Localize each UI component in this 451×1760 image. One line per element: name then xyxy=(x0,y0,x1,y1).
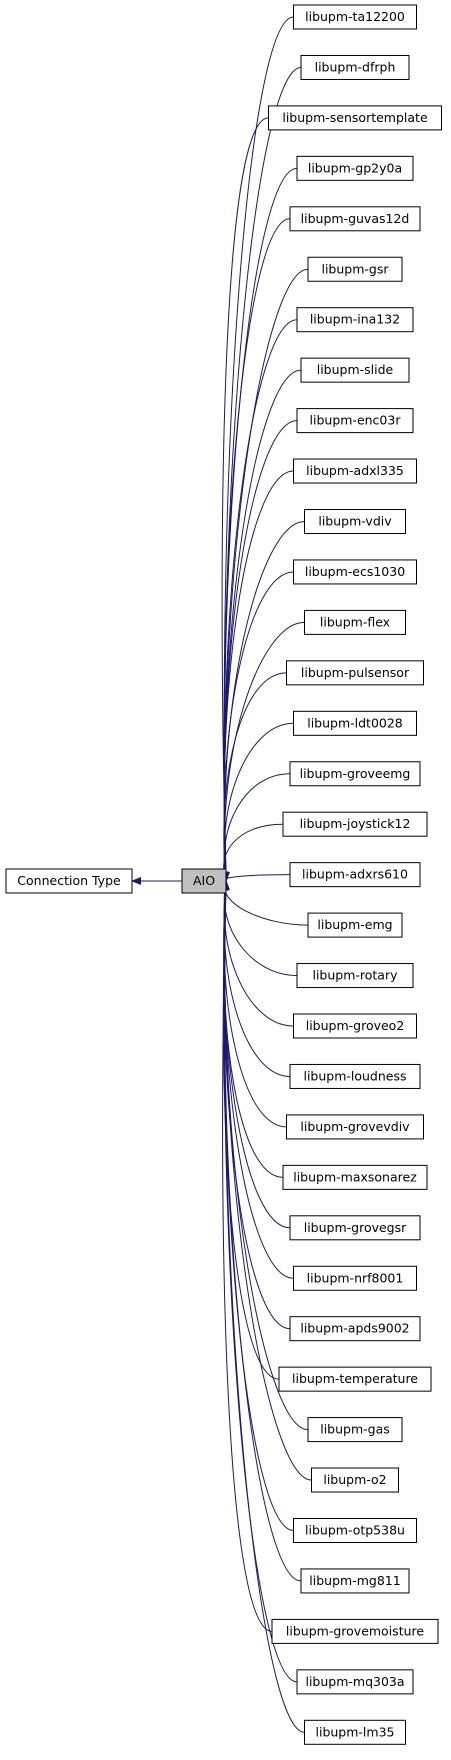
node-libupm-gp2y0a-label: libupm-gp2y0a xyxy=(308,160,402,175)
node-libupm-flex[interactable]: libupm-flex xyxy=(304,609,406,635)
edge-libupm-otp538u xyxy=(221,880,294,1531)
node-libupm-joystick12[interactable]: libupm-joystick12 xyxy=(282,811,428,837)
node-libupm-gsr[interactable]: libupm-gsr xyxy=(307,256,403,282)
node-libupm-adxrs610[interactable]: libupm-adxrs610 xyxy=(289,862,421,888)
node-libupm-grovegsr-label: libupm-grovegsr xyxy=(304,1220,407,1235)
node-libupm-vdiv-label: libupm-vdiv xyxy=(318,514,392,529)
edge-libupm-nrf8001 xyxy=(221,880,294,1279)
node-libupm-grovevdiv[interactable]: libupm-grovevdiv xyxy=(286,1114,424,1140)
node-libupm-adxl335-label: libupm-adxl335 xyxy=(306,463,404,478)
edge-libupm-adxrs610 xyxy=(216,874,291,883)
node-libupm-otp538u-label: libupm-otp538u xyxy=(305,1523,405,1538)
node-libupm-ina132-label: libupm-ina132 xyxy=(310,312,400,327)
node-libupm-lm35[interactable]: libupm-lm35 xyxy=(304,1719,406,1745)
node-connection-type-label: Connection Type xyxy=(17,873,121,888)
edge-libupm-o2 xyxy=(221,880,312,1481)
node-libupm-dfrph[interactable]: libupm-dfrph xyxy=(300,54,410,80)
node-libupm-slide-label: libupm-slide xyxy=(317,362,394,377)
node-libupm-ldt0028[interactable]: libupm-ldt0028 xyxy=(293,710,417,736)
edge-libupm-loudness xyxy=(221,880,291,1077)
edge-libupm-grovemoisture xyxy=(221,880,273,1632)
edge-libupm-rotary xyxy=(220,880,298,977)
edge-libupm-pulsensor xyxy=(221,672,287,882)
node-libupm-gas-label: libupm-gas xyxy=(320,1422,390,1437)
node-libupm-temperature-label: libupm-temperature xyxy=(292,1371,418,1386)
edge-libupm-ldt0028 xyxy=(220,722,294,882)
edge-libupm-ina132 xyxy=(221,319,298,882)
node-libupm-o2-label: libupm-o2 xyxy=(323,1472,386,1487)
node-libupm-sensortemplate[interactable]: libupm-sensortemplate xyxy=(268,105,442,131)
edge-libupm-guvas12d xyxy=(221,218,291,882)
node-libupm-otp538u[interactable]: libupm-otp538u xyxy=(293,1518,417,1543)
node-libupm-adxl335[interactable]: libupm-adxl335 xyxy=(293,458,417,484)
node-libupm-groveo2-label: libupm-groveo2 xyxy=(306,1018,405,1033)
edge-libupm-maxsonarez xyxy=(221,880,284,1178)
edge-libupm-emg xyxy=(218,880,309,926)
node-libupm-mg811[interactable]: libupm-mg811 xyxy=(300,1568,410,1594)
node-libupm-mq303a-label: libupm-mq303a xyxy=(305,1674,404,1689)
edge-libupm-joystick12 xyxy=(219,823,284,882)
node-libupm-mq303a[interactable]: libupm-mq303a xyxy=(296,1669,414,1695)
node-libupm-rotary-label: libupm-rotary xyxy=(312,968,398,983)
node-libupm-adxrs610-label: libupm-adxrs610 xyxy=(302,867,408,882)
node-libupm-sensortemplate-label: libupm-sensortemplate xyxy=(282,110,428,125)
node-libupm-nrf8001-label: libupm-nrf8001 xyxy=(307,1270,404,1285)
edge-libupm-lm35 xyxy=(221,880,305,1733)
node-aio-label: AIO xyxy=(193,873,215,888)
node-libupm-grovemoisture-label: libupm-grovemoisture xyxy=(286,1623,424,1638)
node-libupm-pulsensor-label: libupm-pulsensor xyxy=(301,665,410,680)
node-libupm-joystick12-label: libupm-joystick12 xyxy=(300,816,411,831)
node-libupm-gas[interactable]: libupm-gas xyxy=(307,1417,403,1443)
node-libupm-ta12200-label: libupm-ta12200 xyxy=(305,9,405,24)
node-libupm-temperature[interactable]: libupm-temperature xyxy=(278,1366,432,1392)
node-libupm-ta12200[interactable]: libupm-ta12200 xyxy=(293,4,417,30)
node-libupm-enc03r[interactable]: libupm-enc03r xyxy=(296,408,414,434)
node-libupm-grovevdiv-label: libupm-grovevdiv xyxy=(300,1119,410,1134)
node-libupm-emg[interactable]: libupm-emg xyxy=(307,912,403,938)
node-libupm-groveo2[interactable]: libupm-groveo2 xyxy=(293,1013,417,1039)
node-libupm-emg-label: libupm-emg xyxy=(317,917,392,932)
node-libupm-grovegsr[interactable]: libupm-grovegsr xyxy=(289,1215,421,1241)
node-libupm-loudness[interactable]: libupm-loudness xyxy=(289,1063,421,1089)
node-libupm-apds9002[interactable]: libupm-apds9002 xyxy=(289,1316,421,1342)
node-libupm-ina132[interactable]: libupm-ina132 xyxy=(296,307,414,333)
node-libupm-rotary[interactable]: libupm-rotary xyxy=(296,963,414,989)
node-libupm-nrf8001[interactable]: libupm-nrf8001 xyxy=(293,1265,417,1291)
node-libupm-guvas12d[interactable]: libupm-guvas12d xyxy=(289,206,421,232)
node-libupm-groveemg[interactable]: libupm-groveemg xyxy=(289,761,421,787)
edge-libupm-gas xyxy=(221,880,309,1431)
node-libupm-o2[interactable]: libupm-o2 xyxy=(311,1467,399,1493)
node-libupm-ldt0028-label: libupm-ldt0028 xyxy=(307,715,403,730)
node-connection-type[interactable]: Connection Type xyxy=(5,868,133,894)
node-libupm-grovemoisture[interactable]: libupm-grovemoisture xyxy=(271,1618,439,1644)
node-libupm-maxsonarez[interactable]: libupm-maxsonarez xyxy=(282,1164,428,1190)
node-libupm-gsr-label: libupm-gsr xyxy=(321,261,389,276)
node-aio[interactable]: AIO xyxy=(181,868,227,894)
node-libupm-slide[interactable]: libupm-slide xyxy=(300,357,410,383)
node-libupm-loudness-label: libupm-loudness xyxy=(303,1068,406,1083)
node-libupm-guvas12d-label: libupm-guvas12d xyxy=(301,211,410,226)
node-libupm-groveemg-label: libupm-groveemg xyxy=(300,766,411,781)
node-libupm-maxsonarez-label: libupm-maxsonarez xyxy=(293,1169,417,1184)
node-libupm-enc03r-label: libupm-enc03r xyxy=(310,413,402,428)
node-libupm-lm35-label: libupm-lm35 xyxy=(316,1724,395,1739)
node-libupm-dfrph-label: libupm-dfrph xyxy=(315,59,396,74)
node-libupm-flex-label: libupm-flex xyxy=(320,614,390,629)
node-libupm-ecs1030[interactable]: libupm-ecs1030 xyxy=(293,559,417,585)
edge-libupm-sensortemplate xyxy=(221,117,269,882)
node-libupm-apds9002-label: libupm-apds9002 xyxy=(300,1321,409,1336)
node-libupm-ecs1030-label: libupm-ecs1030 xyxy=(305,564,405,579)
node-libupm-vdiv[interactable]: libupm-vdiv xyxy=(304,509,406,534)
edge-libupm-dfrph xyxy=(221,66,302,882)
node-libupm-pulsensor[interactable]: libupm-pulsensor xyxy=(286,660,424,686)
node-libupm-mg811-label: libupm-mg811 xyxy=(309,1573,400,1588)
node-libupm-gp2y0a[interactable]: libupm-gp2y0a xyxy=(296,155,414,181)
